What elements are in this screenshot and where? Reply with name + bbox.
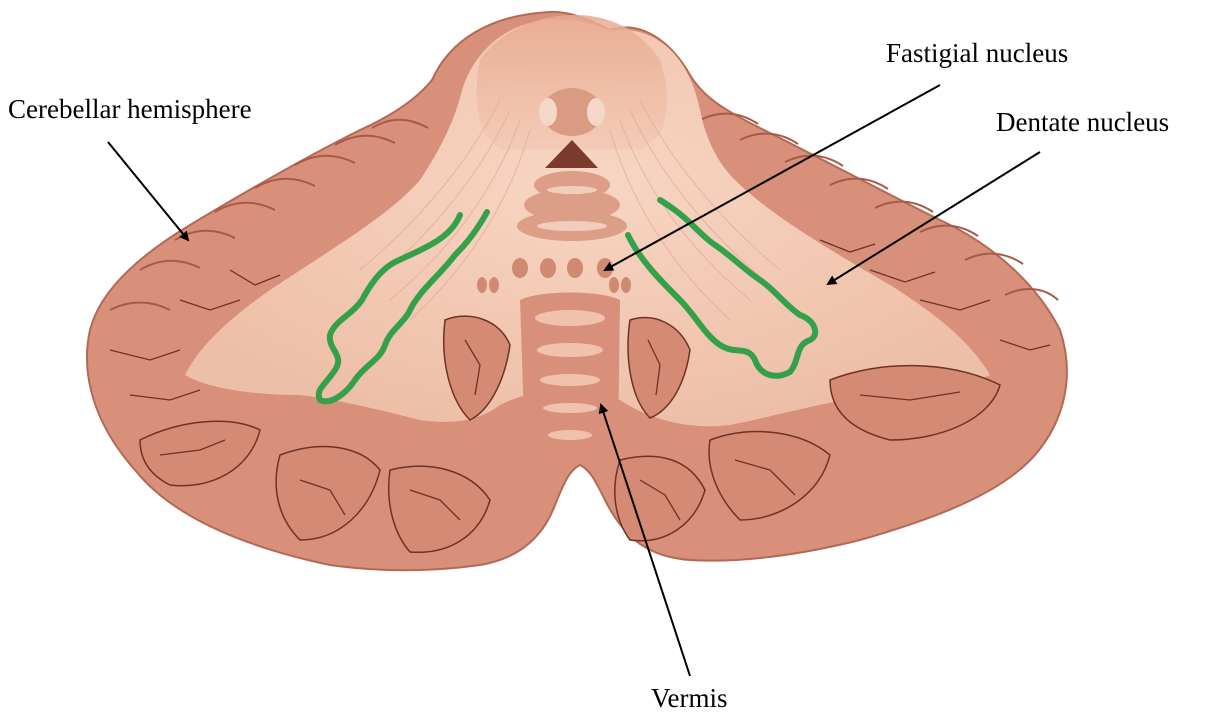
label-dentate-nucleus: Dentate nucleus (996, 109, 1169, 136)
vermis-column (520, 293, 620, 462)
label-cerebellar-hemisphere: Cerebellar hemisphere (8, 96, 252, 123)
label-vermis: Vermis (651, 685, 728, 712)
arrow-cerebellar-hemisphere (108, 142, 188, 240)
label-fastigial-nucleus: Fastigial nucleus (886, 40, 1068, 67)
